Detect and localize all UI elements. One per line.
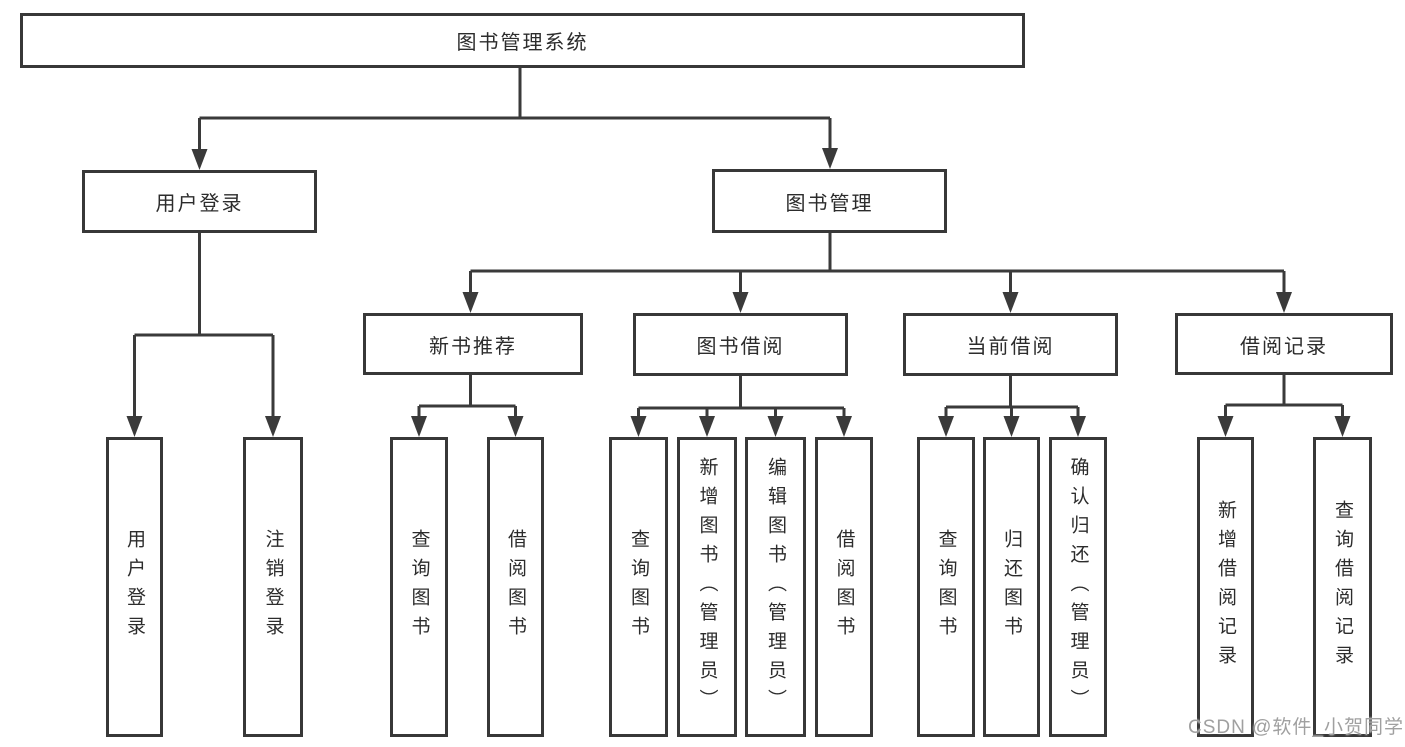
node-borrow-query-books: 查询图书 — [609, 437, 668, 737]
node-borrow-borrow-books: 借阅图书 — [815, 437, 873, 737]
node-logout-action: 注销登录 — [243, 437, 303, 737]
node-label: 用户登录 — [124, 529, 145, 645]
arrow-down-icon — [699, 416, 715, 437]
node-book-management: 图书管理 — [712, 169, 947, 233]
node-label: 编辑图书（管理员） — [765, 456, 786, 718]
connector-new-rec — [417, 375, 517, 421]
arrow-down-icon — [1276, 292, 1292, 313]
arrow-down-icon — [1334, 416, 1351, 437]
arrow-down-icon — [836, 416, 852, 437]
node-label: 借阅图书 — [833, 529, 855, 645]
node-label: 图书管理 — [785, 192, 874, 215]
node-label: 图书借阅 — [696, 336, 785, 358]
connector-current-borrow — [944, 375, 1080, 421]
node-borrow-add-books-admin: 新增图书（管理员） — [677, 437, 737, 737]
node-current-confirm-return-admin: 确认归还（管理员） — [1049, 437, 1107, 737]
node-label: 用户登录 — [155, 193, 244, 215]
arrow-down-icon — [767, 416, 784, 437]
node-new-book-recommend: 新书推荐 — [363, 313, 583, 375]
node-borrow-edit-books-admin: 编辑图书（管理员） — [745, 437, 806, 737]
node-user-login: 用户登录 — [82, 170, 317, 233]
connector-book-mgmt — [469, 233, 1286, 296]
arrow-down-icon — [1002, 292, 1019, 313]
node-label: 确认归还（管理员） — [1067, 456, 1089, 718]
arrow-down-icon — [630, 416, 647, 437]
connector-borrow-record — [1224, 375, 1344, 421]
arrow-down-icon — [411, 416, 427, 437]
node-rec-borrow-books: 借阅图书 — [487, 437, 544, 737]
node-label: 归还图书 — [1001, 529, 1022, 645]
node-label: 新增借阅记录 — [1215, 500, 1236, 674]
connector-root — [198, 68, 832, 153]
arrow-down-icon — [1217, 416, 1234, 437]
arrow-down-icon — [732, 292, 749, 313]
arrow-down-icon — [938, 416, 954, 437]
node-label: 当前借阅 — [966, 336, 1055, 358]
node-label: 注销登录 — [262, 529, 284, 645]
node-label: 查询借阅记录 — [1332, 500, 1353, 674]
arrow-down-icon — [822, 148, 838, 169]
node-label: 查询图书 — [628, 529, 649, 645]
node-label: 查询图书 — [935, 529, 957, 645]
node-current-borrowing: 当前借阅 — [903, 313, 1118, 376]
node-label: 新书推荐 — [429, 335, 517, 358]
node-current-return-books: 归还图书 — [983, 437, 1040, 737]
arrow-down-icon — [265, 416, 281, 437]
node-current-query-books: 查询图书 — [917, 437, 975, 737]
node-borrowing-records: 借阅记录 — [1175, 313, 1393, 375]
arrow-down-icon — [1003, 416, 1020, 437]
node-label: 新增图书（管理员） — [696, 456, 718, 718]
node-record-query-record: 查询借阅记录 — [1313, 437, 1372, 737]
node-label: 查询图书 — [408, 529, 430, 645]
arrow-down-icon — [462, 292, 479, 313]
node-book-borrowing: 图书借阅 — [633, 313, 848, 376]
node-library-system: 图书管理系统 — [20, 13, 1025, 68]
arrow-down-icon — [1070, 416, 1086, 437]
arrow-down-icon — [126, 416, 143, 437]
node-login-action: 用户登录 — [106, 437, 163, 737]
node-record-add-record: 新增借阅记录 — [1197, 437, 1254, 737]
node-label: 借阅图书 — [505, 529, 526, 645]
node-rec-query-books: 查询图书 — [390, 437, 448, 737]
watermark: CSDN @软件_小贺同学 — [1188, 717, 1404, 738]
node-label: 图书管理系统 — [456, 32, 589, 54]
arrow-down-icon — [191, 149, 208, 170]
arrow-down-icon — [507, 416, 524, 437]
connector-user-login — [133, 233, 275, 421]
node-label: 借阅记录 — [1240, 335, 1328, 358]
connector-book-borrow — [637, 375, 846, 421]
